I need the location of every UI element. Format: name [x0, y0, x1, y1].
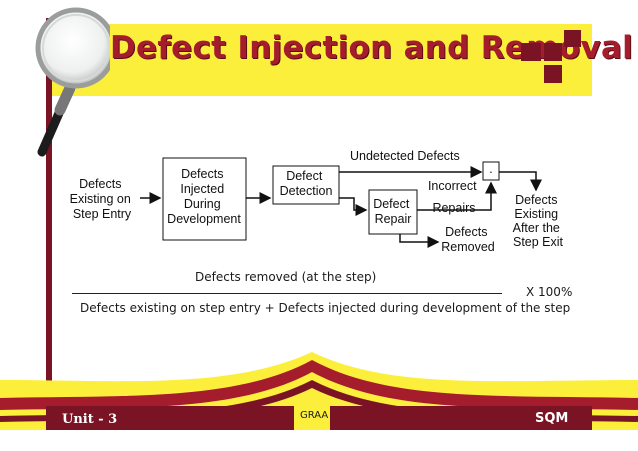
box-injected [162, 157, 247, 241]
slide-border [46, 18, 52, 418]
incorrect-label: Incorrect Repairs [428, 179, 480, 215]
box-detection [272, 165, 340, 205]
removed-label: Defects Removed [441, 225, 495, 254]
undetected-label: Undetected Defects [350, 149, 460, 163]
entry-label: Defects Existing on Step Entry [70, 177, 135, 221]
decor-square [544, 43, 562, 61]
footer-course: SQM [535, 411, 569, 426]
exit-arrow [499, 171, 542, 192]
box-injected-label: Defects Injected During Development [167, 167, 241, 226]
box-repair [368, 189, 418, 235]
incorrect-arrow [417, 181, 497, 211]
decor-square [521, 43, 541, 61]
magnifier-icon [35, 7, 110, 157]
junction-symbol: · [489, 165, 493, 179]
footer-author: GRAA [300, 410, 329, 421]
formula-numerator: Defects removed (at the step) [195, 270, 377, 284]
removed-arrow [399, 234, 440, 248]
formula-multiplier: X 100% [526, 285, 573, 299]
junction-box [482, 161, 500, 181]
decor-square [564, 30, 581, 47]
formula-denominator: Defects existing on step entry + Defects… [80, 301, 571, 315]
box-repair-label: Defect Repair [373, 197, 413, 226]
footer-unit: Unit - 3 [62, 412, 118, 427]
arrow-to-repair [339, 197, 368, 216]
box-detection-label: Defect Detection [280, 169, 333, 198]
footer-graphic [0, 352, 638, 451]
decor-square [544, 65, 562, 83]
defect-flow-diagram: Defects Existing on Step Entry Defects I… [70, 149, 564, 254]
formula-fraction-bar [72, 293, 502, 294]
exit-label: Defects Existing After the Step Exit [513, 193, 564, 249]
title-banner [52, 24, 592, 96]
